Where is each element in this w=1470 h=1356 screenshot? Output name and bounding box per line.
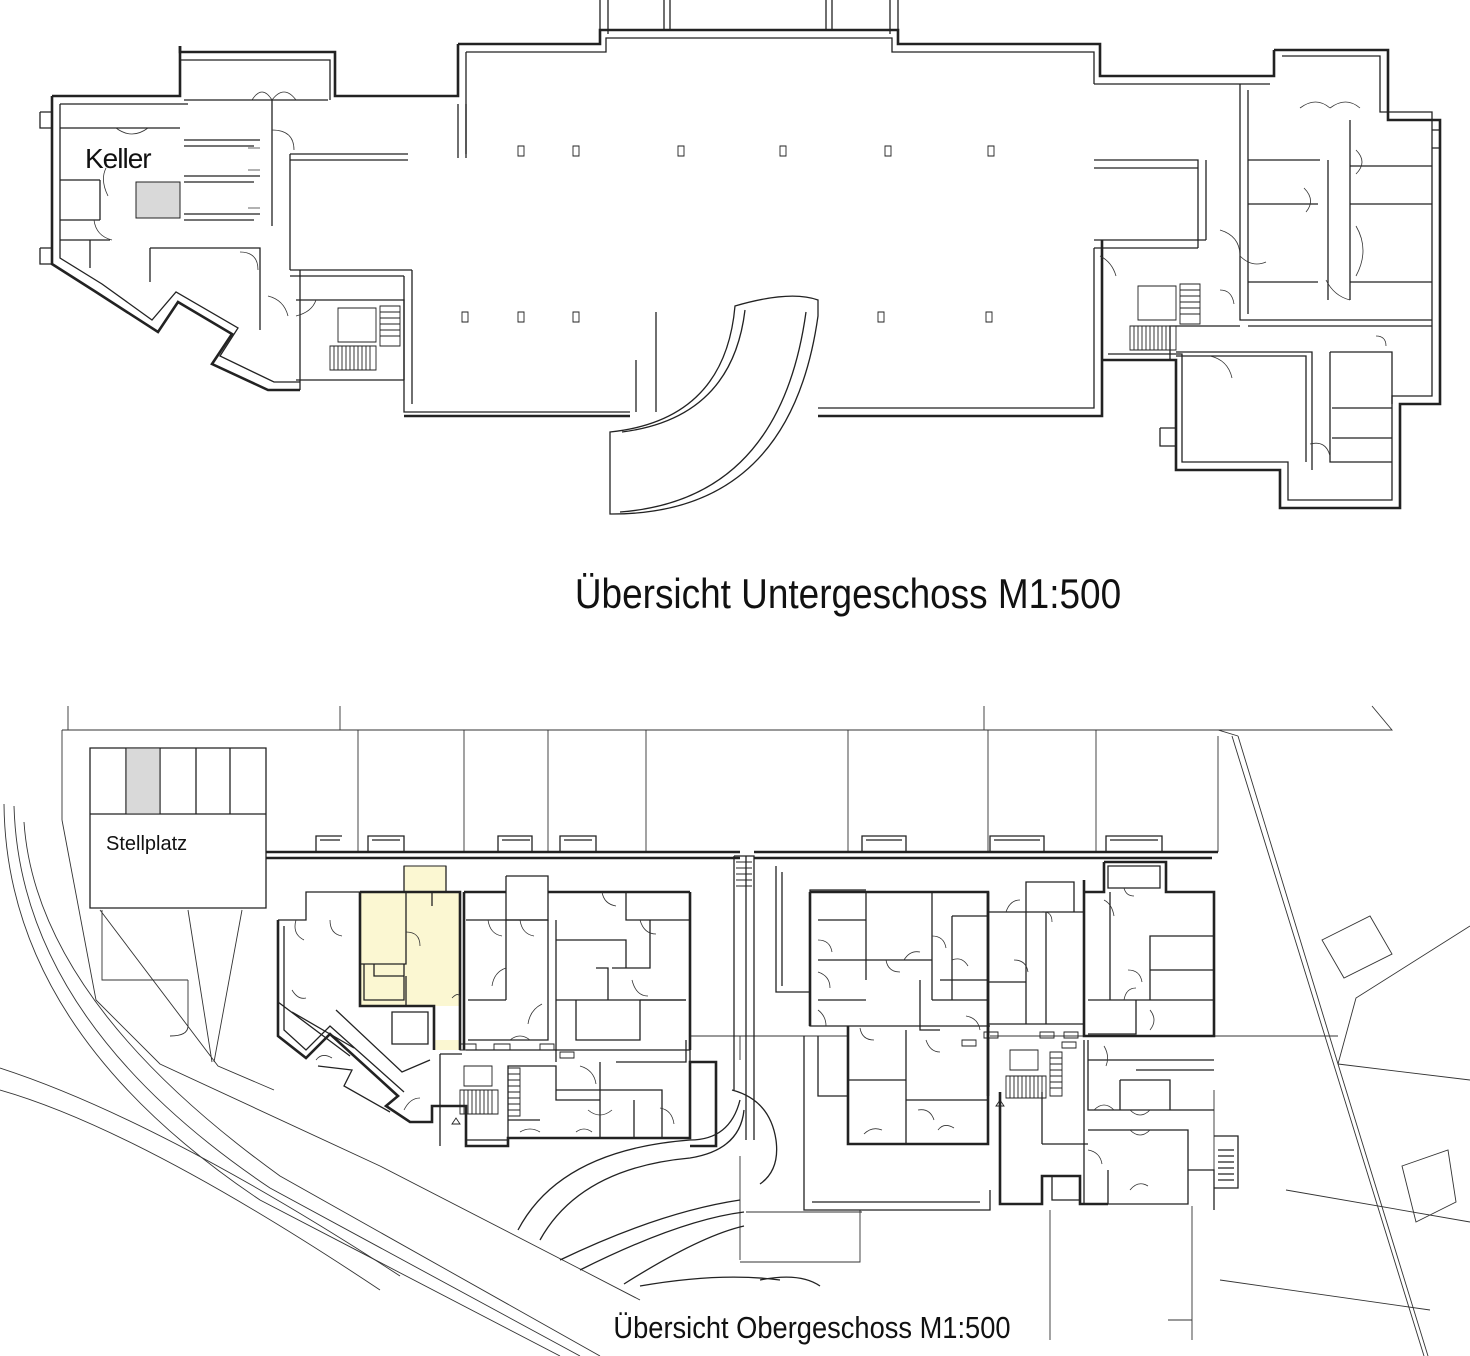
highlighted-apartment [360,866,460,1050]
stellplatz-label: Stellplatz [106,833,187,855]
caption-obergeschoss: Übersicht Obergeschoss M1:500 [613,1311,1010,1345]
stellplatz-area: Stellplatz [90,748,266,908]
upper-floor-plan: Stellplatz [0,706,1470,1356]
keller-label: Keller [85,143,151,174]
upper-stair-left [460,1066,520,1116]
keller-storage-highlight [136,182,180,218]
basement-plan: Keller [40,0,1440,514]
stellplatz-highlight [126,748,160,814]
basement-stair-right [1130,284,1200,350]
upper-stair-right [1006,1050,1062,1098]
caption-untergeschoss: Übersicht Untergeschoss M1:500 [575,571,1121,618]
basement-stair-left [330,306,400,370]
